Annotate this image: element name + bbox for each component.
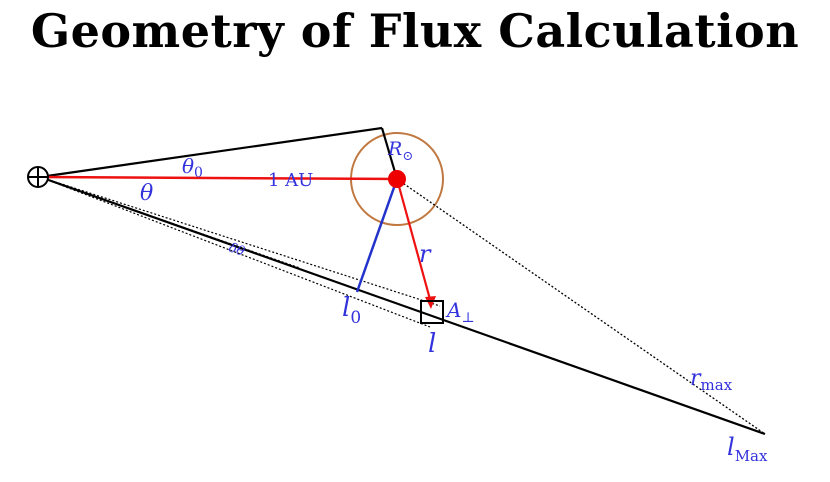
dtheta-label: δθ [227, 241, 247, 260]
r-sun-label: R⊙ [387, 138, 413, 164]
l0-label: l0 [342, 293, 361, 328]
l-label: l [428, 329, 436, 359]
r-line [395, 178, 433, 304]
theta0-label: θ0 [182, 154, 203, 181]
line-of-sight [39, 175, 766, 436]
a-perp-label: A⊥ [445, 298, 475, 326]
page-title: Geometry of Flux Calculation [30, 4, 800, 58]
au-line [39, 175, 398, 181]
dtheta-upper-dotted [39, 176, 441, 307]
dtheta-lower-dotted [39, 176, 431, 328]
rmax-dotted-line [396, 178, 766, 435]
l0-perpendicular [355, 178, 399, 293]
r-arrowhead [425, 296, 436, 309]
area-element-square [420, 300, 444, 324]
rmax-label: rmax [690, 366, 733, 394]
earth-symbol-icon [27, 166, 49, 188]
lmax-label: lMax [727, 433, 768, 465]
tangent-line [39, 126, 383, 179]
r-label: r [419, 240, 432, 268]
sun-dot-icon [388, 170, 406, 188]
dtheta-inner-dotted [39, 176, 301, 269]
theta-label: θ [140, 181, 153, 206]
au-label: 1 AU [268, 170, 313, 191]
